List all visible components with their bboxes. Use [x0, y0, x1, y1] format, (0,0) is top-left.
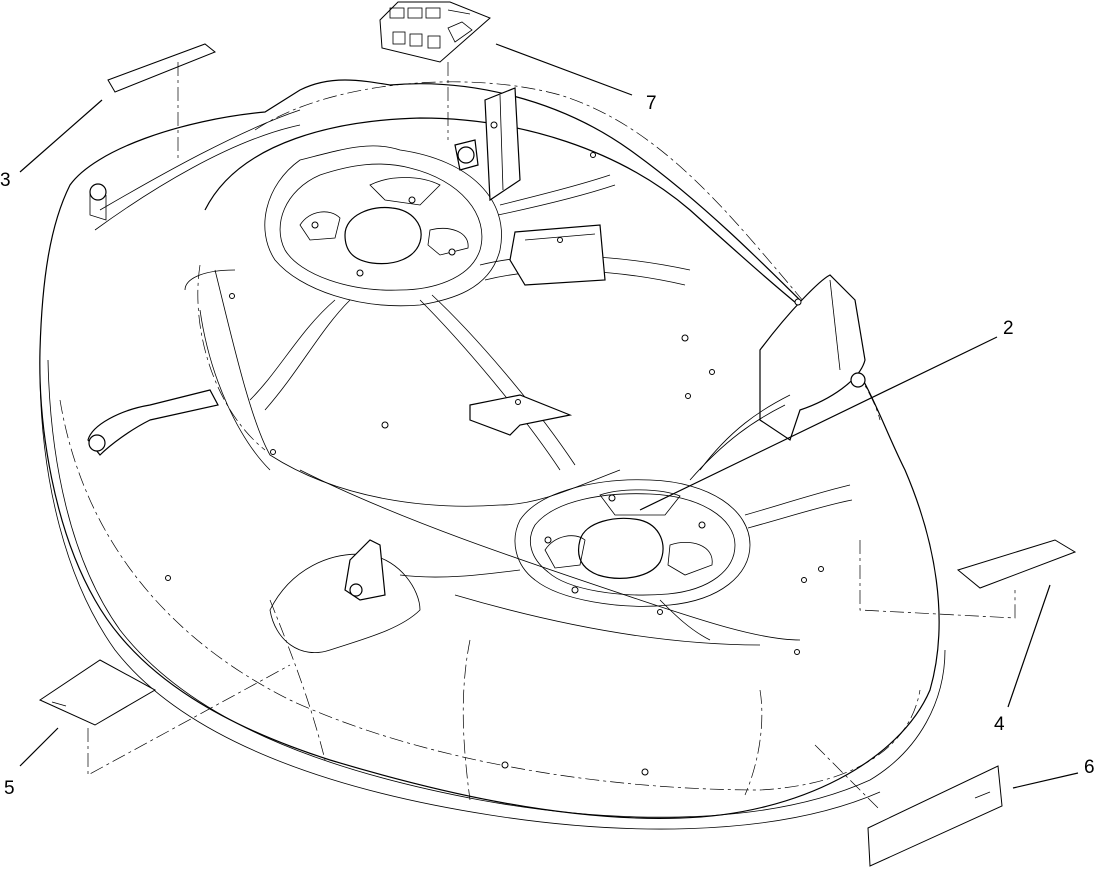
- decal-7: [379, 1, 491, 140]
- callout-2: 2: [1003, 318, 1014, 339]
- mower-deck: [39, 79, 946, 830]
- decal-3: [107, 43, 216, 160]
- lower-spindle-housing: [514, 479, 751, 607]
- upper-spindle-housing: [264, 145, 502, 307]
- leader-5: [19, 727, 59, 767]
- leader-2: [639, 336, 998, 511]
- leader-4: [1007, 584, 1051, 708]
- callout-4: 4: [994, 714, 1005, 735]
- leader-6: [1012, 772, 1079, 789]
- callout-6: 6: [1084, 757, 1095, 778]
- callout-3: 3: [0, 170, 11, 191]
- decal-4: [859, 539, 1077, 619]
- leader-3: [19, 99, 103, 173]
- decal-5: [38, 659, 291, 776]
- callout-7: 7: [646, 93, 657, 114]
- decal-6: [814, 744, 1003, 867]
- callout-5: 5: [4, 778, 15, 799]
- leader-7: [495, 43, 633, 96]
